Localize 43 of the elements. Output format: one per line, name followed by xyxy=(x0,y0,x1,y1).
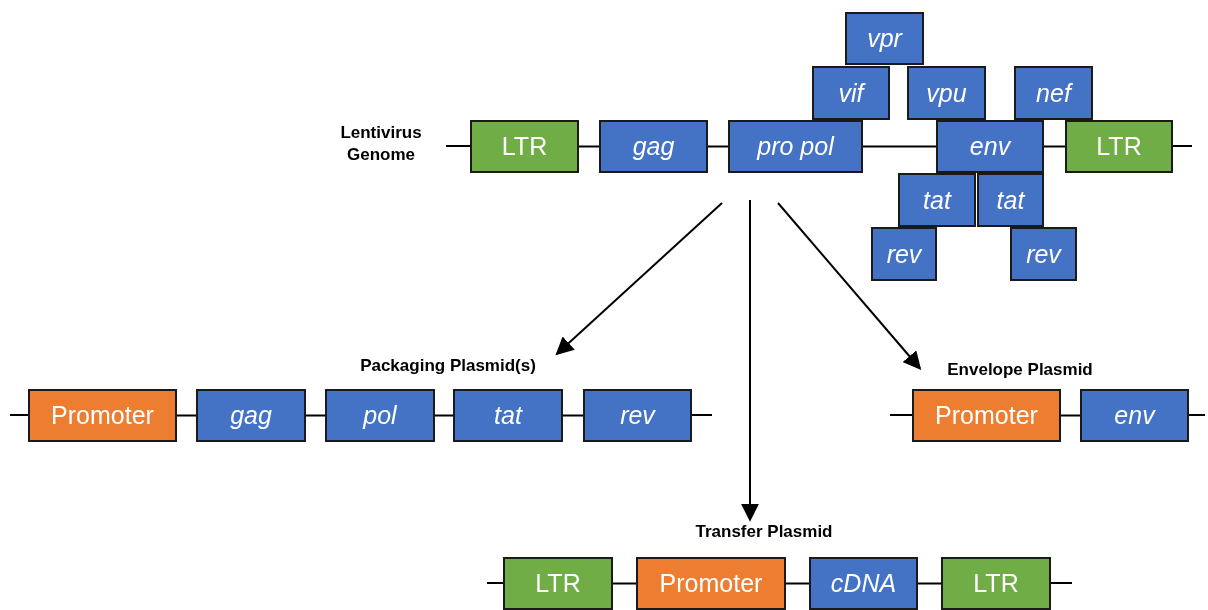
gene-box: env xyxy=(936,120,1044,173)
arrow xyxy=(777,202,922,370)
promoter-box: Promoter xyxy=(636,557,786,610)
gene-box: gag xyxy=(599,120,708,173)
gene-box: vpu xyxy=(907,66,986,120)
backbone-line xyxy=(1043,145,1066,148)
gene-box: pol xyxy=(325,389,435,442)
ltr-box: LTR xyxy=(941,557,1051,610)
promoter-box: Promoter xyxy=(28,389,177,442)
gene-box: tat xyxy=(453,389,563,442)
gene-box: nef xyxy=(1014,66,1093,120)
gene-box: tat xyxy=(977,173,1044,227)
backbone-line xyxy=(176,414,197,417)
arrow xyxy=(741,199,759,522)
gene-box: pro pol xyxy=(728,120,863,173)
ltr-box: LTR xyxy=(503,557,613,610)
genome-label: Lentivirus Genome xyxy=(339,122,423,167)
backbone-line xyxy=(434,414,454,417)
backbone-line xyxy=(785,582,810,585)
gene-box: tat xyxy=(898,173,976,227)
backbone-line xyxy=(578,145,600,148)
promoter-box: Promoter xyxy=(912,389,1061,442)
backbone-line xyxy=(707,145,729,148)
ltr-box: LTR xyxy=(470,120,579,173)
gene-box: rev xyxy=(583,389,692,442)
gene-box: vpr xyxy=(845,12,924,65)
backbone-line xyxy=(1060,414,1081,417)
gene-box: env xyxy=(1080,389,1189,442)
gene-box: vif xyxy=(812,66,890,120)
gene-box: cDNA xyxy=(809,557,918,610)
plasmid-heading: Envelope Plasmid xyxy=(920,358,1120,382)
gene-box: rev xyxy=(871,227,937,281)
backbone-line xyxy=(562,414,584,417)
plasmid-heading: Packaging Plasmid(s) xyxy=(336,354,560,378)
backbone-line xyxy=(305,414,326,417)
arrow xyxy=(555,202,723,356)
backbone-line xyxy=(612,582,637,585)
plasmid-heading: Transfer Plasmid xyxy=(674,520,854,544)
gene-box: gag xyxy=(196,389,306,442)
ltr-box: LTR xyxy=(1065,120,1173,173)
backbone-line xyxy=(917,582,942,585)
backbone-line xyxy=(862,145,937,148)
gene-box: rev xyxy=(1010,227,1077,281)
